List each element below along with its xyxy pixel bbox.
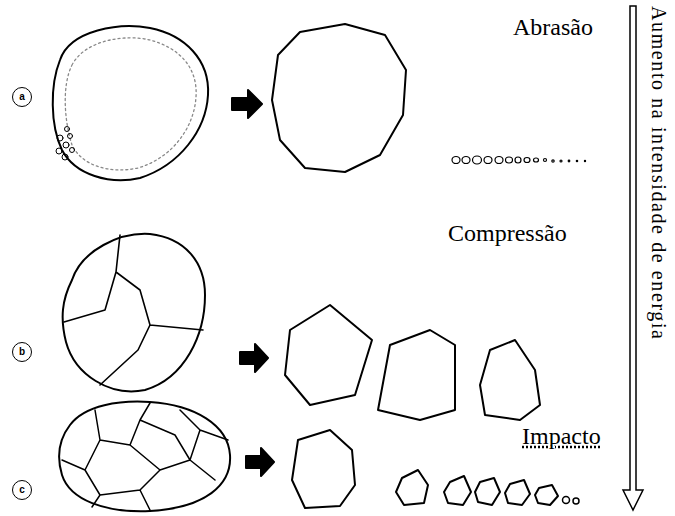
abraded-outline (65, 38, 196, 170)
row-marker: b (12, 342, 32, 362)
fracture-lines (64, 235, 203, 385)
energy-arrow (623, 6, 643, 510)
fragment (505, 480, 530, 505)
row-letter: a (19, 92, 25, 102)
process-arrow (232, 90, 262, 118)
fragment (292, 430, 355, 508)
row-marker: a (12, 87, 32, 107)
particle-outline (53, 26, 208, 180)
mechanism-label: Compressão (448, 220, 567, 246)
particle-outline (59, 402, 230, 512)
fragment (444, 476, 471, 505)
fine-particles (452, 156, 586, 164)
fragment (396, 470, 428, 505)
row-letter: b (19, 347, 25, 357)
row-marker: c (12, 480, 32, 500)
fragment (480, 340, 540, 420)
process-arrow (240, 344, 268, 372)
particle-outline (63, 234, 205, 391)
row-letter: c (19, 485, 25, 495)
fragment (475, 478, 500, 505)
rounded-particle (272, 24, 406, 172)
fine-grains (56, 127, 75, 161)
mechanism-label: Impacto (522, 423, 601, 449)
axis-label: Aumento na intensidade de energia (648, 6, 670, 341)
mechanism-label: Abrasão (513, 14, 593, 40)
process-arrow (246, 448, 274, 476)
fragment (378, 330, 455, 420)
fragment (535, 485, 558, 505)
fragment (563, 497, 570, 504)
fragment (285, 305, 372, 405)
fracture-lines (62, 403, 228, 510)
fragment (573, 498, 579, 504)
